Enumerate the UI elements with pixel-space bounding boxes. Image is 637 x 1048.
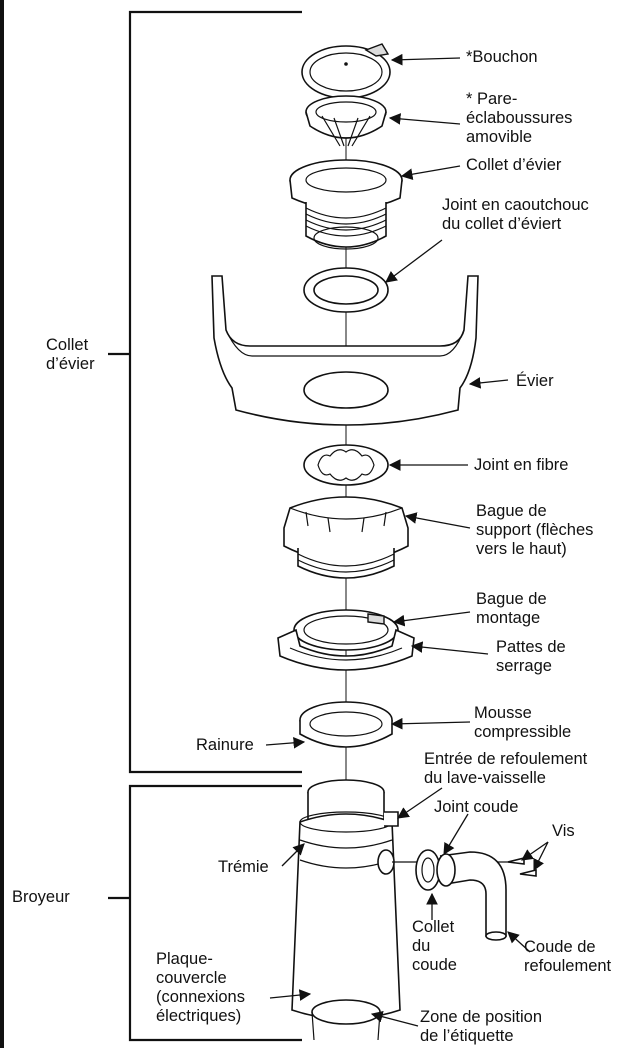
label-rainure: Rainure <box>196 736 254 754</box>
label-bague-montage: Bague de montage <box>476 590 547 627</box>
broyeur-part <box>291 779 401 1041</box>
label-vis: Vis <box>552 822 575 840</box>
label-pare-eclaboussures: * Pare- éclaboussures amovible <box>466 90 573 146</box>
label-pattes-serrage: Pattes de serrage <box>496 638 566 675</box>
label-joint-fibre: Joint en fibre <box>474 456 569 474</box>
label-entree-refoulement: Entrée de refoulement du lave-vaisselle <box>424 750 588 787</box>
label-bouchon: *Bouchon <box>466 48 538 66</box>
bouchon-part <box>301 43 391 99</box>
bague-support-part <box>283 496 409 579</box>
label-joint-caoutchouc: Joint en caoutchouc du collet d’éviert <box>442 196 589 233</box>
pare-eclaboussures-part <box>305 95 387 147</box>
bague-montage-part <box>277 609 415 671</box>
joint-caoutchouc-part <box>303 267 389 313</box>
label-plaque: Plaque- couvercle (connexions électrique… <box>156 950 245 1025</box>
label-collet-coude: Collet du coude <box>412 918 457 974</box>
evier-part <box>211 275 479 426</box>
label-mousse: Mousse compressible <box>474 704 572 741</box>
group-label-collet-evier: Collet d’évier <box>46 336 95 373</box>
label-joint-coude: Joint coude <box>434 798 519 816</box>
label-coude-refoulement: Coude de refoulement <box>524 938 612 975</box>
joint-fibre-part <box>303 444 389 486</box>
mousse-part <box>299 701 393 748</box>
bracket-collet-evier <box>128 10 302 774</box>
label-tremie: Trémie <box>218 858 269 876</box>
coude-refoulement-part <box>392 849 537 941</box>
label-collet-evier-part: Collet d’évier <box>466 156 562 174</box>
label-evier: Évier <box>516 372 554 390</box>
group-label-broyeur: Broyeur <box>12 888 70 906</box>
collet-evier-part <box>289 159 403 250</box>
label-bague-support: Bague de support (flèches vers le haut) <box>476 502 594 558</box>
label-zone-etiquette: Zone de position de l’étiquette <box>420 1008 543 1045</box>
bracket-broyeur <box>128 784 302 1042</box>
leader-lines <box>265 53 549 1027</box>
